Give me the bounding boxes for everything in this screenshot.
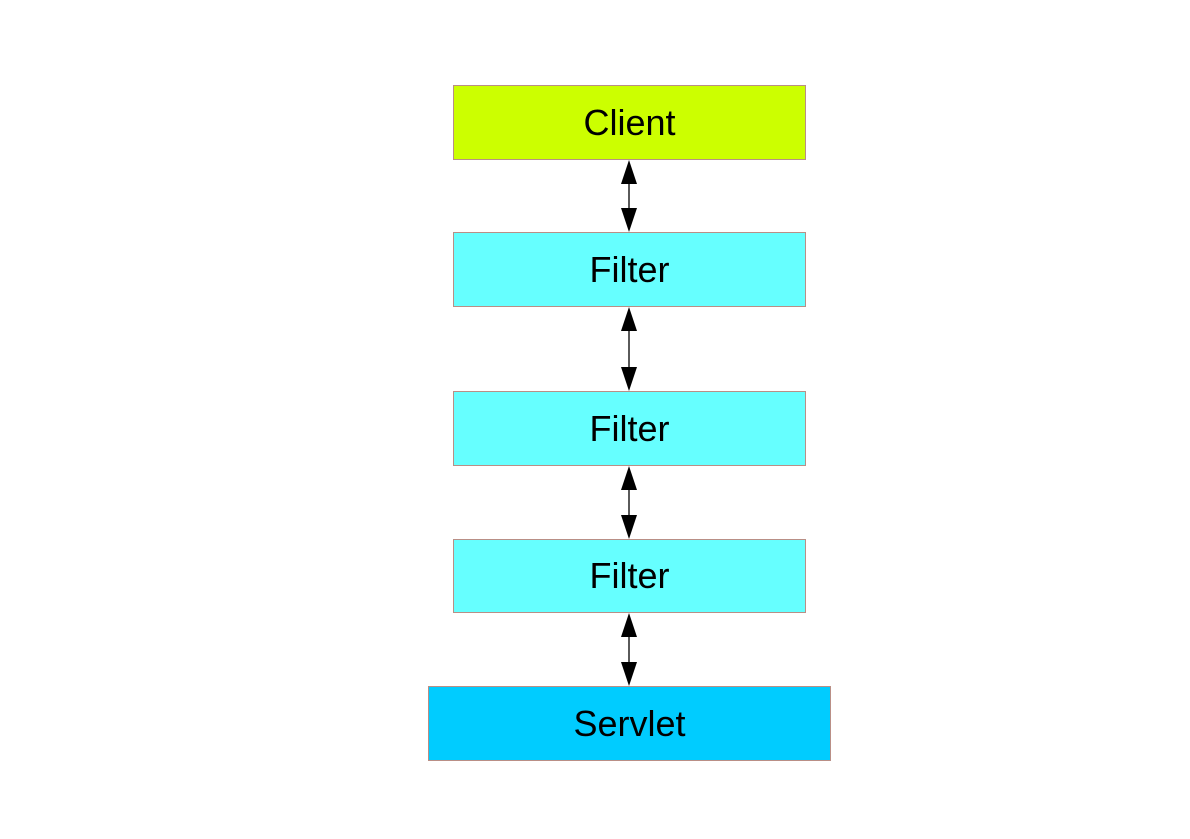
filter-label-3: Filter <box>589 555 670 596</box>
filter-label-2: Filter <box>589 407 670 449</box>
arrow-filter3-servlet <box>621 613 637 686</box>
filter-box-3: Filter <box>453 539 806 613</box>
filter-label-1: Filter <box>589 248 670 290</box>
filter-box-2: Filter <box>453 391 806 466</box>
filter-box-1: Filter <box>453 232 806 307</box>
servlet-box: Servlet <box>428 686 831 761</box>
servlet-label: Servlet <box>573 702 686 744</box>
client-box: Client <box>453 85 806 160</box>
arrow-client-filter1 <box>621 160 637 232</box>
arrow-filter1-filter2 <box>621 307 637 391</box>
arrow-filter2-filter3 <box>621 466 637 539</box>
client-label: Client <box>583 101 676 143</box>
